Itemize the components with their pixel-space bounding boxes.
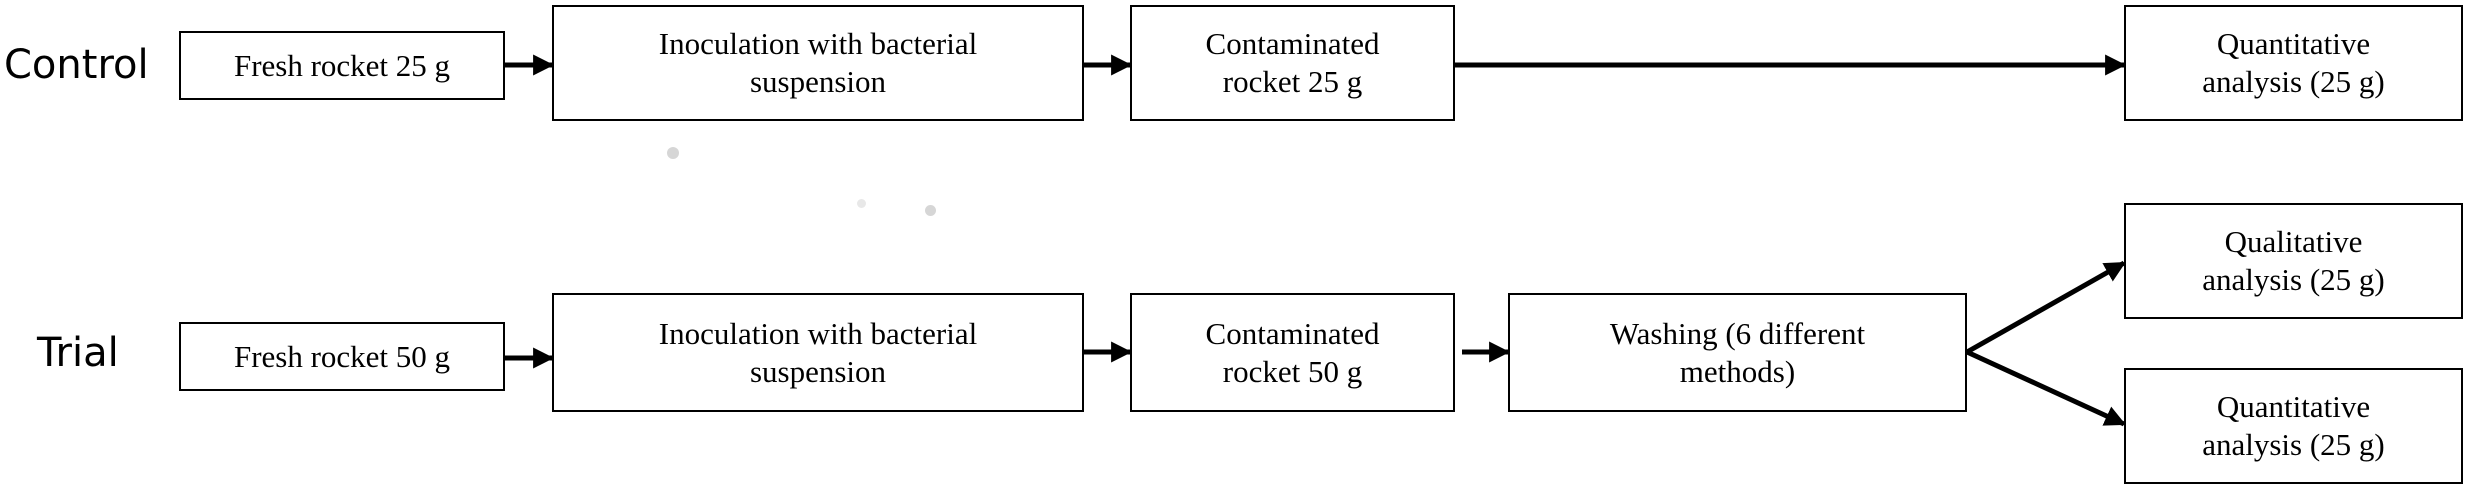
trial-contaminated-rocket-box: Contaminated rocket 50 g [1130,293,1455,412]
trial-inoculation-box: Inoculation with bacterial suspension [552,293,1084,412]
speck [857,199,866,208]
control-inoculation-box: Inoculation with bacterial suspension [552,5,1084,121]
control-quantitative-analysis-box: Quantitative analysis (25 g) [2124,5,2463,121]
speck [925,205,936,216]
speck [667,147,679,159]
trial-row-label: Trial [37,330,119,376]
control-fresh-rocket-box: Fresh rocket 25 g [179,31,505,100]
control-row-label: Control [4,42,149,88]
trial-fresh-rocket-box: Fresh rocket 50 g [179,322,505,391]
trial-qualitative-analysis-box: Qualitative analysis (25 g) [2124,203,2463,319]
trial-arrow-quantitative [1965,349,2126,427]
trial-arrow-qualitative [1965,260,2126,355]
trial-quantitative-analysis-box: Quantitative analysis (25 g) [2124,368,2463,484]
control-contaminated-rocket-box: Contaminated rocket 25 g [1130,5,1455,121]
